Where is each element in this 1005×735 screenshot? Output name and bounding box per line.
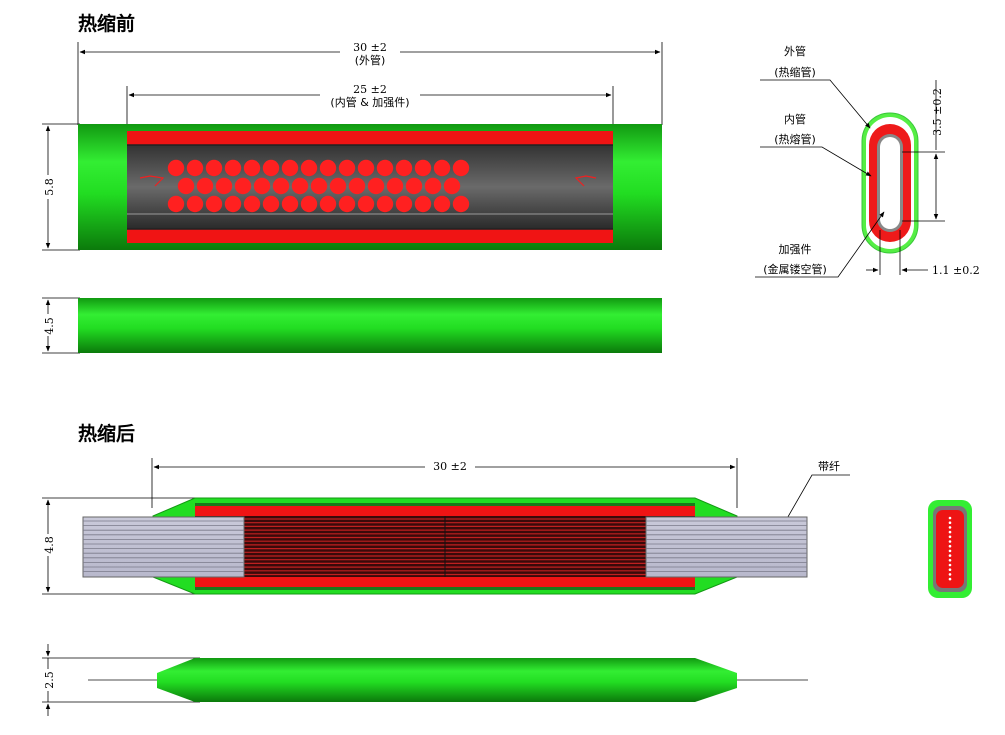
cross-fiber-dot bbox=[948, 526, 952, 529]
fiber-circle bbox=[433, 195, 451, 213]
cross-height-value: 3.5 ±0.2 bbox=[931, 88, 944, 136]
height-after-side-value: 2.5 bbox=[43, 671, 56, 689]
protector-section-before bbox=[78, 124, 662, 250]
callout-outer-tube-sub: (热缩管) bbox=[774, 65, 816, 79]
fiber-circle bbox=[376, 195, 394, 213]
cross-fiber-dot bbox=[948, 521, 952, 524]
fiber-circle bbox=[262, 195, 280, 213]
fiber-circle bbox=[205, 159, 223, 177]
inner-length-value: 25 ±2 bbox=[353, 83, 387, 96]
fiber-circle bbox=[186, 195, 204, 213]
cross-fiber-dot bbox=[948, 554, 952, 557]
cross-fiber-dot bbox=[948, 540, 952, 543]
fiber-circle bbox=[310, 177, 328, 195]
fiber-bundle bbox=[167, 159, 470, 213]
fiber-circle bbox=[281, 195, 299, 213]
fiber-circle bbox=[177, 177, 195, 195]
fiber-circle bbox=[376, 159, 394, 177]
section-title-before: 热缩前 bbox=[78, 12, 135, 35]
fiber-circle bbox=[224, 195, 242, 213]
cross-fiber-dot bbox=[948, 568, 952, 571]
inner-length-label: (内管 & 加强件) bbox=[330, 95, 409, 109]
fiber-circle bbox=[167, 195, 185, 213]
cross-fiber-dot bbox=[948, 577, 952, 581]
fiber-circle bbox=[443, 177, 461, 195]
callout-inner-tube-sub: (热熔管) bbox=[774, 132, 816, 146]
fiber-circle bbox=[234, 177, 252, 195]
fiber-circle bbox=[414, 195, 432, 213]
outer-length-value: 30 ±2 bbox=[353, 41, 387, 54]
fiber-circle bbox=[300, 195, 318, 213]
fiber-circle bbox=[329, 177, 347, 195]
fiber-circle bbox=[395, 195, 413, 213]
after-length-dimension: 30 ±2 bbox=[151, 458, 738, 508]
protector-section-after bbox=[82, 497, 808, 595]
fiber-circle bbox=[253, 177, 271, 195]
fiber-circle bbox=[319, 195, 337, 213]
fiber-circle bbox=[262, 159, 280, 177]
inner-length-dimension: 25 ±2 (内管 & 加强件) bbox=[126, 82, 614, 130]
outer-length-dimension: 30 ±2 (外管) bbox=[77, 40, 663, 125]
height-before-dimension: 5.8 bbox=[38, 123, 80, 251]
fiber-circle bbox=[224, 159, 242, 177]
callout-outer-tube: 外管 bbox=[784, 44, 806, 58]
cross-fiber-dot bbox=[948, 549, 952, 553]
height-tube-dimension: 4.5 bbox=[38, 297, 80, 354]
cross-fiber-dot bbox=[948, 559, 952, 562]
ribbon-callout: 带纤 bbox=[784, 460, 850, 523]
fiber-circle bbox=[319, 159, 337, 177]
fiber-circle bbox=[386, 177, 404, 195]
fiber-circle bbox=[357, 159, 375, 177]
cross-section-before: 外管 (热缩管) 内管 (热熔管) 加强件 (金属镂空管) 3.5 ±0.2 1… bbox=[755, 44, 980, 278]
fiber-circle bbox=[452, 159, 470, 177]
fiber-circle bbox=[405, 177, 423, 195]
callout-reinforcement-sub: (金属镂空管) bbox=[763, 262, 827, 276]
fiber-circle bbox=[215, 177, 233, 195]
callout-reinforcement: 加强件 bbox=[779, 243, 812, 256]
fiber-circle bbox=[414, 159, 432, 177]
fiber-circle bbox=[205, 195, 223, 213]
fiber-circle bbox=[291, 177, 309, 195]
cross-fiber-dot bbox=[948, 535, 952, 539]
ribbon-right bbox=[645, 516, 808, 578]
fiber-circle bbox=[433, 159, 451, 177]
fiber-circle bbox=[452, 195, 470, 213]
callout-ribbon: 带纤 bbox=[818, 460, 840, 473]
fiber-circle bbox=[338, 159, 356, 177]
fiber-circle bbox=[367, 177, 385, 195]
fiber-circle bbox=[424, 177, 442, 195]
cross-fiber-dot bbox=[948, 544, 952, 548]
cross-fiber-dot bbox=[948, 530, 952, 534]
height-after-value: 4.8 bbox=[43, 536, 56, 554]
fiber-circle bbox=[348, 177, 366, 195]
cross-width-value: 1.1 ±0.2 bbox=[932, 264, 980, 277]
protector-side-view-after bbox=[88, 658, 808, 702]
fiber-circle bbox=[243, 195, 261, 213]
fiber-circle bbox=[196, 177, 214, 195]
fiber-circle bbox=[395, 159, 413, 177]
section-title-after: 热缩后 bbox=[78, 422, 135, 445]
after-length-value: 30 ±2 bbox=[433, 460, 467, 473]
fiber-circle bbox=[281, 159, 299, 177]
cross-fiber-dot bbox=[948, 563, 952, 567]
height-after-side-dimension: 2.5 bbox=[38, 644, 200, 716]
fiber-circle bbox=[167, 159, 185, 177]
fiber-circle bbox=[357, 195, 375, 213]
fiber-circle bbox=[300, 159, 318, 177]
fiber-circle bbox=[338, 195, 356, 213]
outer-length-label: (外管) bbox=[355, 53, 386, 67]
cross-fiber-dot bbox=[948, 516, 952, 520]
cross-section-after bbox=[928, 500, 972, 598]
outer-tube-side-view bbox=[78, 298, 662, 353]
fiber-circle bbox=[243, 159, 261, 177]
callout-inner-tube: 内管 bbox=[784, 112, 806, 126]
height-before-value: 5.8 bbox=[43, 178, 56, 196]
height-after-dimension: 4.8 bbox=[38, 497, 198, 595]
fiber-circle bbox=[186, 159, 204, 177]
height-tube-value: 4.5 bbox=[43, 317, 56, 335]
fiber-circle bbox=[272, 177, 290, 195]
cross-fiber-dot bbox=[948, 573, 952, 576]
ribbon-left bbox=[82, 516, 245, 578]
